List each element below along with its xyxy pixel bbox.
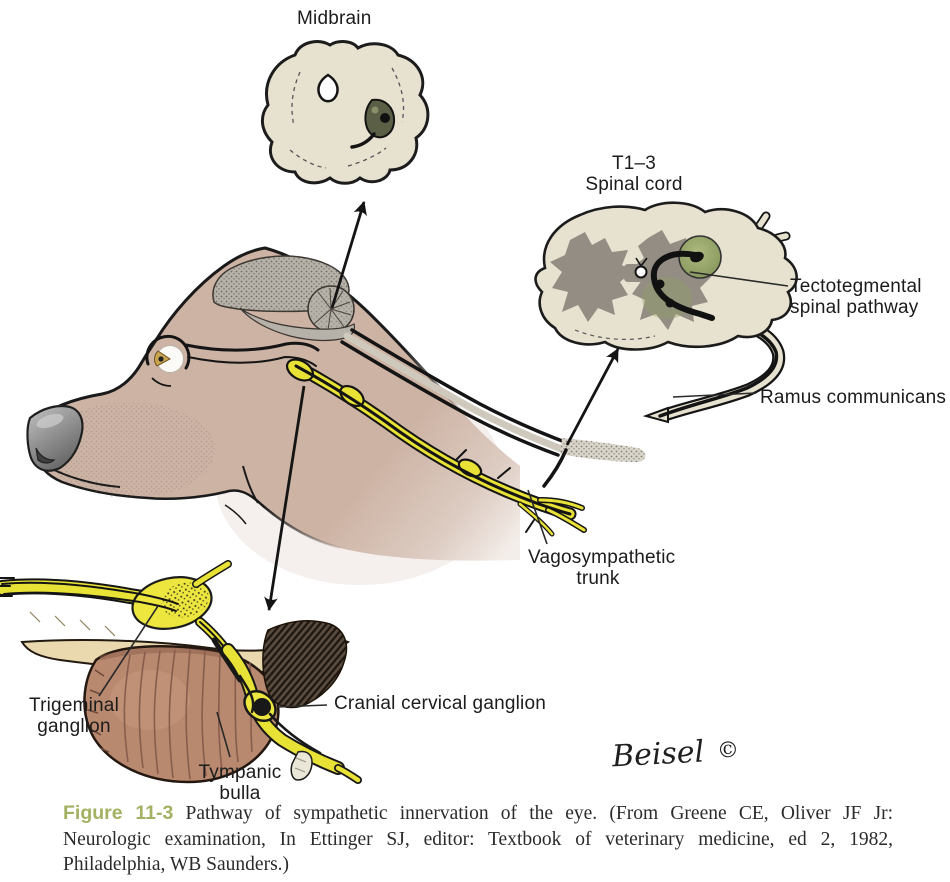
dog-head xyxy=(26,246,520,561)
anatomical-illustration xyxy=(0,40,798,784)
muscle-mass xyxy=(262,619,348,709)
central-canal xyxy=(634,265,648,279)
bulla-body xyxy=(83,645,280,784)
jaw-outline xyxy=(32,450,264,507)
pointer-trigeminal xyxy=(98,605,159,697)
cranial-cervical-ganglion-body xyxy=(253,698,271,716)
pointer-tectotegmental xyxy=(689,271,789,287)
trigeminal-ganglion-label: Trigeminal ganglion xyxy=(29,695,119,737)
ramus-communicans-label: Ramus communicans xyxy=(760,387,947,408)
jowl-crease xyxy=(242,465,259,504)
tectotegmental-label: Tectotegmental spinal pathway xyxy=(790,276,922,318)
caption-text-3: Philadelphia, WB Saunders.) xyxy=(63,854,290,875)
pointer-ramus xyxy=(672,392,757,398)
oculomotor-nucleus xyxy=(350,98,396,149)
internal-dashed-lines xyxy=(289,67,405,169)
t13-spinal-cord-section xyxy=(534,201,798,424)
bone-fragment xyxy=(290,750,313,781)
nose xyxy=(26,404,84,472)
caption-text-2: Neurologic examination, In Ettinger SJ, … xyxy=(63,828,893,850)
tympanic-bulla-label: Tympanic bulla xyxy=(198,762,282,804)
midbrain-label: Midbrain xyxy=(297,8,372,29)
optic-pathway xyxy=(184,341,320,367)
pointer-cranial xyxy=(276,704,328,708)
t13-spinal-cord-label: T1–3 Spinal cord xyxy=(585,153,683,195)
cerebral-aqueduct xyxy=(317,73,339,103)
cranial-cervical-ganglion-label: Cranial cervical ganglion xyxy=(334,693,546,714)
pointer-vagosympathetic xyxy=(527,489,548,545)
figure-number: Figure 11-3 xyxy=(63,802,174,824)
head-front-outline xyxy=(32,246,267,424)
tectotegmental-fiber-hook xyxy=(650,250,715,321)
midbrain-section xyxy=(261,40,430,185)
vagosympathetic-trunk-label: Vagosympathetic trunk xyxy=(528,547,676,589)
cervical-sympathetic-loop xyxy=(211,637,362,784)
artist-signature: Beisel © xyxy=(611,733,740,775)
fascia-hatch xyxy=(29,611,116,637)
caption-line-3: Philadelphia, WB Saunders.) xyxy=(63,852,893,878)
cord-trunk-hook xyxy=(542,448,568,488)
brain xyxy=(212,255,356,342)
cord-cut-end xyxy=(560,438,646,462)
pointer-lines xyxy=(98,271,789,758)
cervical-spinal-cord xyxy=(340,328,572,457)
tympanic-bulla-detail xyxy=(0,560,362,784)
arrow-to-bulla-detail xyxy=(264,385,306,611)
arrow-to-midbrain xyxy=(330,201,367,309)
copyright-symbol: © xyxy=(716,737,740,764)
caption-text-1: Pathway of sympathetic innervation of th… xyxy=(185,803,894,824)
signature-text: Beisel xyxy=(611,734,706,775)
flow-arrows xyxy=(264,201,620,611)
arrow-to-spinal-cord xyxy=(565,348,620,446)
pointer-tympanic xyxy=(216,711,231,758)
caption-line-1: Figure 11-3 Pathway of sympathetic inner… xyxy=(63,801,893,827)
caption-line-2: Neurologic examination, In Ettinger SJ, … xyxy=(63,827,893,853)
pupil xyxy=(158,356,164,362)
figure-caption: Figure 11-3 Pathway of sympathetic inner… xyxy=(63,801,893,878)
